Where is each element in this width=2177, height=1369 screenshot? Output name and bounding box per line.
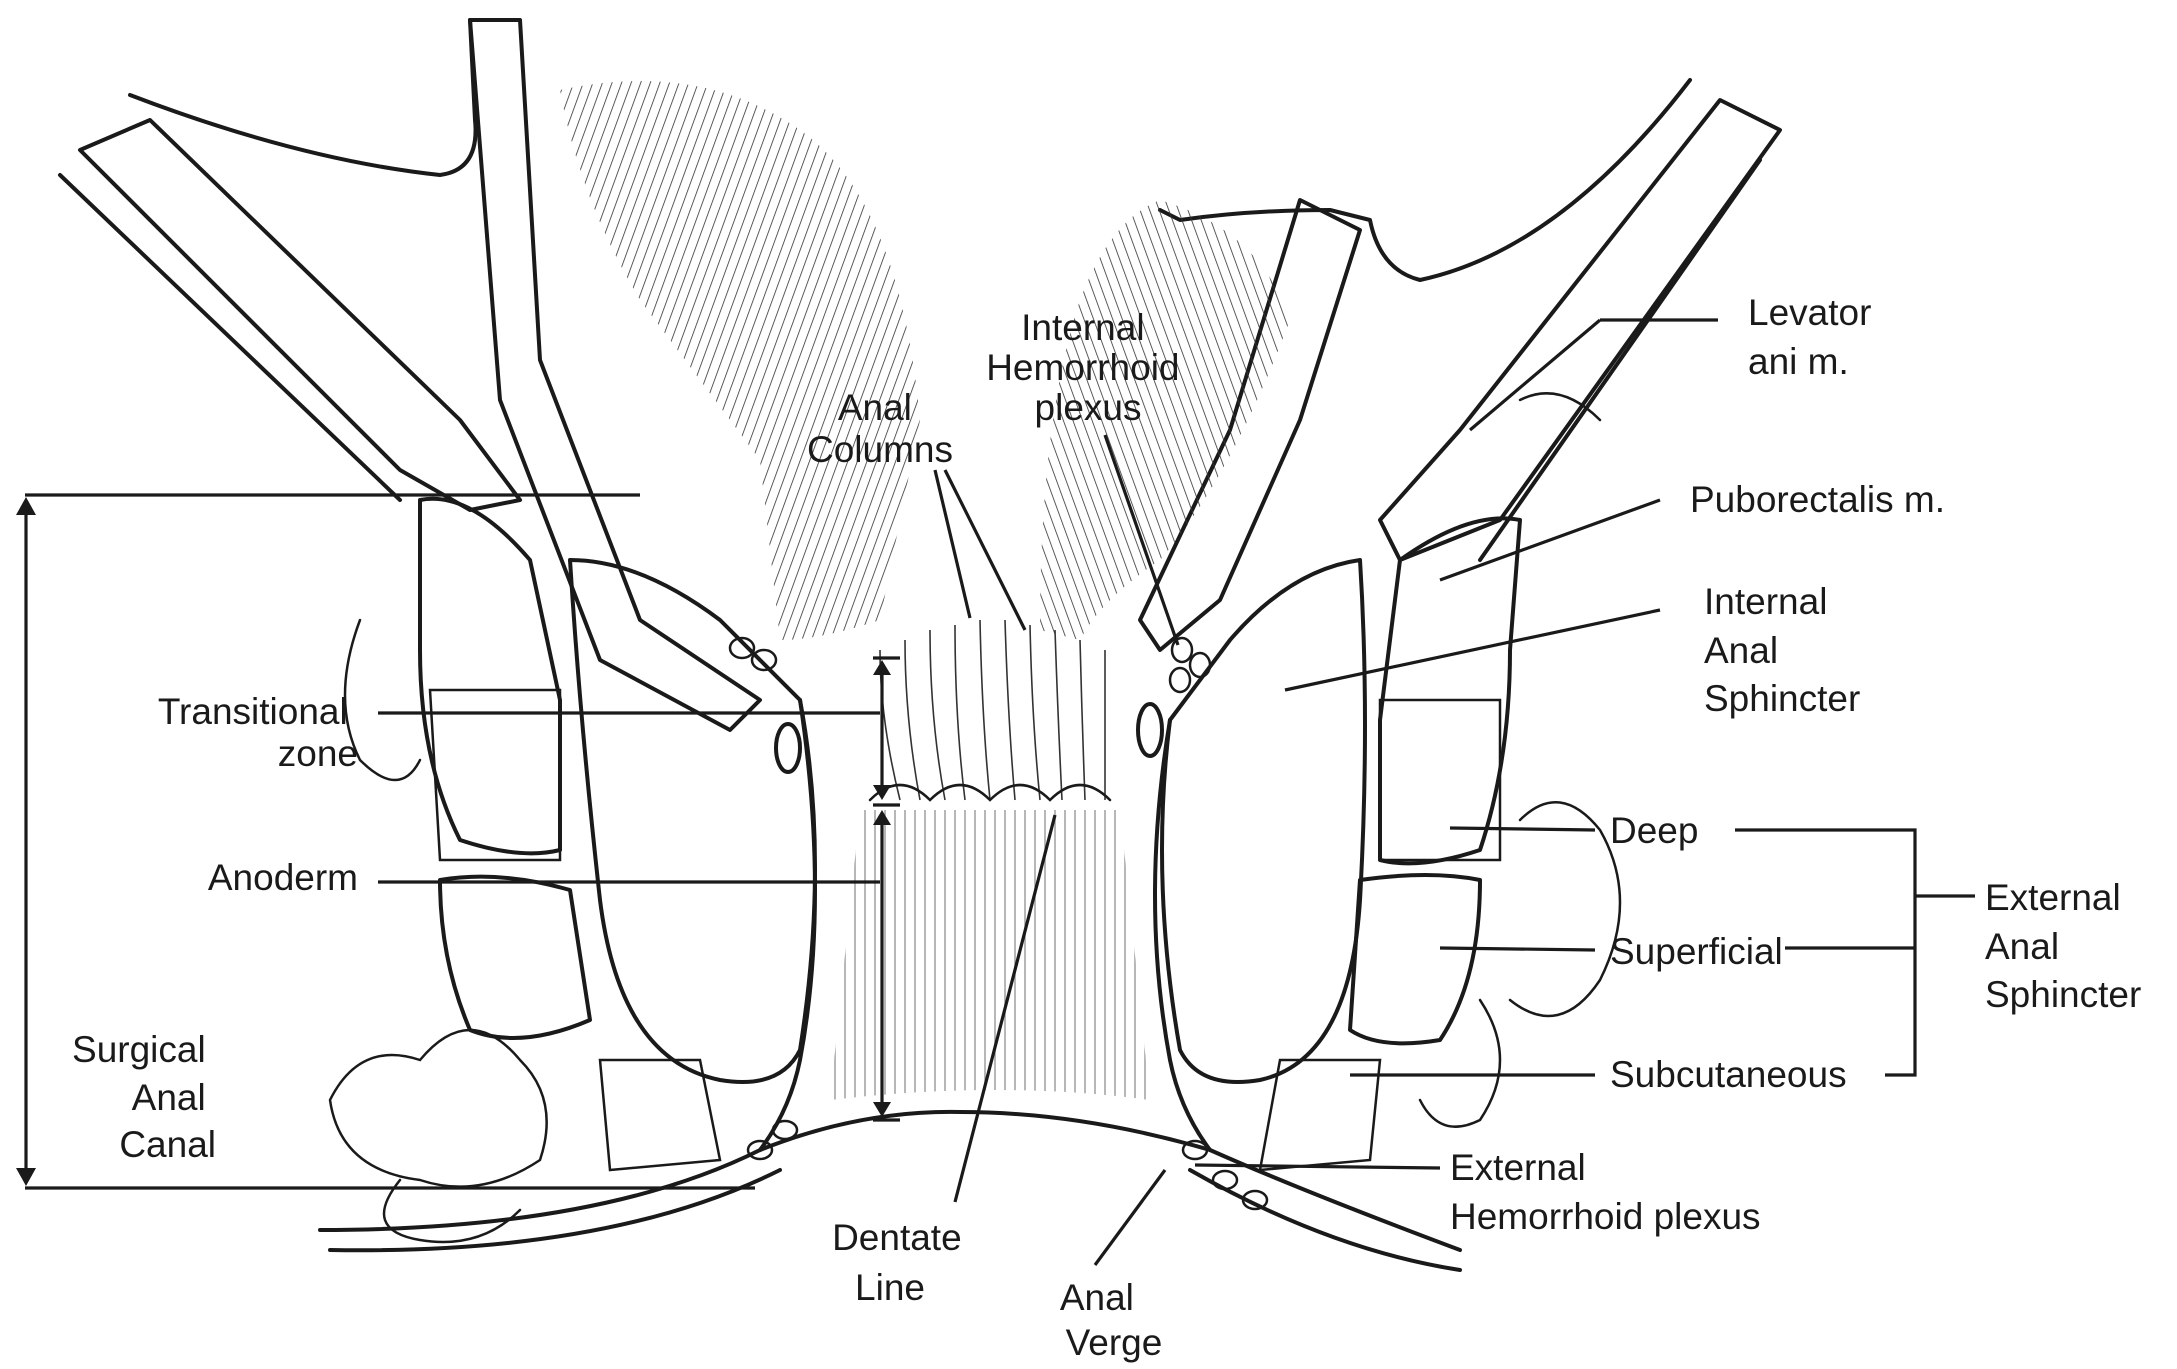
right-superficial-external-sphincter: [1350, 875, 1480, 1043]
label-external-anal-sphincter: External Anal Sphincter: [1985, 877, 2141, 1015]
label-anal-verge: Anal Verge: [1060, 1277, 1163, 1363]
external-hemorrhoid-plexus-vessels: [748, 1121, 1267, 1209]
label-puborectalis: Puborectalis m.: [1690, 479, 1945, 520]
label-levator-ani: Levator ani m.: [1748, 292, 1882, 382]
left-puborectalis: [420, 499, 560, 854]
left-internal-anal-sphincter: [570, 560, 815, 1082]
left-superficial-external-sphincter: [440, 877, 590, 1038]
left-levator-ani-muscle: [80, 120, 520, 510]
surgical-anal-canal-dimension: [16, 495, 755, 1188]
label-internal-anal-sphincter: Internal Anal Sphincter: [1704, 581, 1860, 719]
label-transitional-zone: Transitional zone: [158, 691, 358, 774]
right-deep-external-sphincter: [1380, 700, 1500, 860]
label-anoderm: Anoderm: [208, 857, 358, 898]
label-dentate-line: Dentate Line: [832, 1217, 972, 1308]
anatomy-illustration: [60, 20, 1780, 1270]
label-external-hemorrhoid-plexus: External Hemorrhoid plexus: [1450, 1147, 1761, 1237]
label-superficial: Superficial: [1610, 931, 1783, 972]
anal-columns-folds: [870, 620, 1110, 800]
label-deep: Deep: [1610, 810, 1698, 851]
left-deep-external-sphincter: [430, 690, 560, 860]
label-surgical-anal-canal: Surgical Anal Canal: [72, 1029, 216, 1165]
label-subcutaneous: Subcutaneous: [1610, 1054, 1847, 1095]
anoderm-lining: [830, 810, 1150, 1100]
right-internal-anal-sphincter: [1162, 560, 1365, 1082]
